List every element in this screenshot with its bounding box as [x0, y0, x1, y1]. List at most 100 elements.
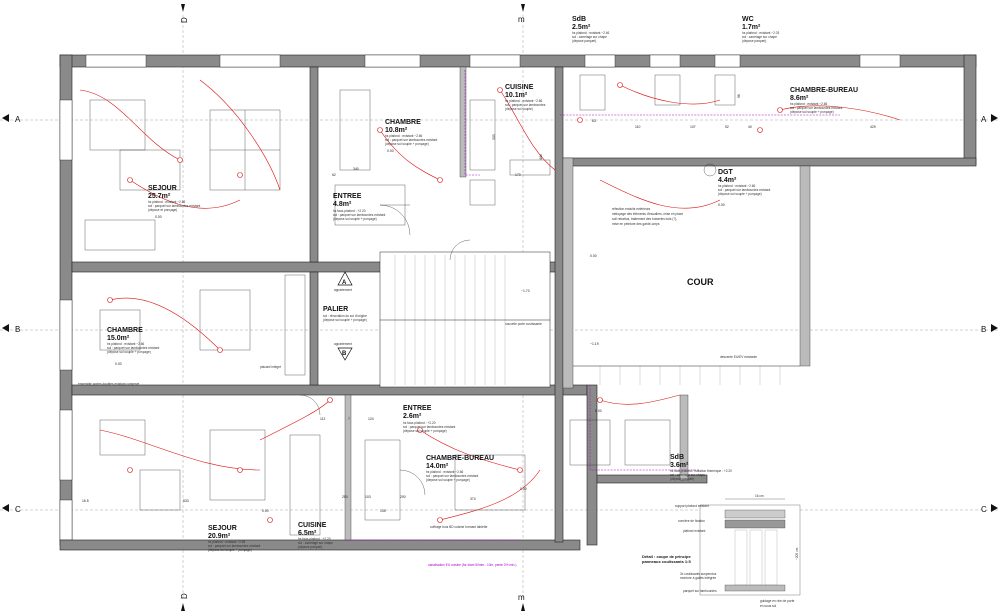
svg-text:support plafond existant: support plafond existant — [675, 504, 709, 508]
svg-text:ensemble portes doubles exista: ensemble portes doubles existant conserv… — [78, 382, 140, 386]
room-area: 4.8m² — [333, 201, 352, 208]
svg-text:hs plafond : existant ~2.66: hs plafond : existant ~2.66 — [208, 540, 246, 544]
room-area: 25.7m² — [148, 193, 171, 200]
dim-429: 429 — [870, 125, 876, 129]
svg-text:sol : carrelage sur chape: sol : carrelage sur chape — [298, 541, 333, 545]
svg-text:(dépose sol souple + ponçage): (dépose sol souple + ponçage) — [208, 548, 252, 552]
svg-text:hs plafond : existant ~2.66: hs plafond : existant ~2.66 — [148, 200, 186, 204]
dimensions: 340 62 170 333 444 107 83 110 40 52 96 4… — [82, 94, 876, 513]
svg-text:monture à galets intégrée: monture à galets intégrée — [680, 576, 716, 580]
svg-text:en sous sol: en sous sol — [760, 604, 776, 608]
svg-text:sol : parquet sur lambourdes e: sol : parquet sur lambourdes existant — [385, 138, 437, 142]
detail-subtitle: panneaux coulissants 1:5 — [642, 559, 691, 564]
svg-text:coffrage bois BD cuisine forma: coffrage bois BD cuisine formant tablett… — [430, 525, 488, 529]
axis-d-bottom: D — [180, 593, 189, 599]
svg-text:canalisation EU cuisine (for d: canalisation EU cuisine (for diam 50mm -… — [428, 563, 516, 567]
room-chambre-2: CHAMBRE 15.0m² hs plafond : existant ~2.… — [107, 327, 159, 354]
level-markers: 0.00 0.00 0.00 0.00 ~1.70 ~1.19 0.00 0.0… — [115, 149, 725, 513]
room-area: 8.6m² — [790, 95, 809, 102]
appt-b-letter: B — [342, 351, 347, 357]
room-name: CUISINE — [298, 522, 327, 529]
room-cuisine-1: CUISINE 10.1m² hs plafond : existant ~2.… — [505, 84, 546, 111]
svg-text:hs plafond : existant ~2.66: hs plafond : existant ~2.66 — [790, 102, 828, 106]
axis-c-right: C — [981, 505, 987, 514]
room-name: CHAMBRE — [107, 327, 143, 334]
level: 0.00 — [387, 149, 394, 153]
room-name: CHAMBRE — [385, 119, 421, 126]
dim-112: 112 — [320, 417, 326, 421]
dim-7: 7 — [348, 417, 350, 421]
appt-a-letter: A — [342, 280, 347, 286]
room-entree-1: ENTREE 4.8m² hs faux-plafond : +2.20 sol… — [333, 193, 385, 221]
svg-text:(dépose parquet): (dépose parquet) — [298, 545, 322, 549]
room-palier: PALIER sol : rénovation du sol d'origine… — [323, 306, 367, 322]
room-labels: SEJOUR 25.7m² hs plafond : existant ~2.6… — [107, 16, 858, 552]
axis-b-left: B — [15, 325, 20, 334]
dim-110: 110 — [635, 125, 641, 129]
room-chambre-1: CHAMBRE 10.8m² hs plafond : existant ~2.… — [385, 119, 437, 146]
room-wc-1: WC 1.7m² hs plafond : existant ~2.03 sol… — [742, 16, 780, 43]
axis-m-bottom: m — [518, 593, 525, 602]
room-area: 2.5m² — [572, 24, 591, 31]
dim-103: 103 — [365, 495, 371, 499]
level: ~1.19 — [590, 342, 599, 346]
dim-200: 200 — [400, 495, 406, 499]
room-name: SEJOUR — [148, 185, 177, 192]
room-dgt: DGT 4.4m² hs plafond : existant ~2.66 so… — [718, 169, 770, 196]
room-name: SdB — [572, 16, 586, 23]
stairs — [379, 251, 800, 388]
svg-text:(dépose sol souple + ponçage): (dépose sol souple + ponçage) — [385, 142, 429, 146]
svg-text:hs plafond : existant ~2.03: hs plafond : existant ~2.03 — [742, 31, 780, 35]
svg-text:(dépose et ponçage): (dépose et ponçage) — [148, 208, 177, 212]
electrical-layout — [79, 79, 901, 523]
room-area: 15.0m² — [107, 335, 130, 342]
room-area: 4.4m² — [718, 177, 737, 184]
room-area: 10.8m² — [385, 127, 408, 134]
svg-text:(dépose sol souple): (dépose sol souple) — [505, 107, 533, 111]
dim-135: 135 — [380, 509, 386, 513]
dim-170: 170 — [515, 173, 521, 177]
svg-text:hs faux-plafond : +2.20: hs faux-plafond : +2.20 — [298, 537, 331, 541]
svg-text:sol : parquet sur lambourdes: sol : parquet sur lambourdes — [505, 103, 546, 107]
appt-a-label: appartement — [334, 288, 352, 292]
room-name: ENTREE — [403, 405, 432, 412]
level: 0.00 — [520, 487, 527, 491]
dim-107: 107 — [690, 125, 696, 129]
axis-m-top: m — [518, 15, 525, 24]
svg-text:nouvelle porte coulissante: nouvelle porte coulissante — [505, 322, 542, 326]
svg-text:sol : parquet sur lambourdes e: sol : parquet sur lambourdes existant — [403, 425, 455, 429]
dim-16-5: 16.5 — [82, 499, 89, 503]
dim-96: 96 — [737, 94, 741, 98]
level: 0.00 — [595, 409, 602, 413]
svg-text:3x coulissants suspendus: 3x coulissants suspendus — [680, 572, 717, 576]
room-area: 2.6m² — [403, 413, 422, 420]
svg-text:(dépose sol souple + ponçage): (dépose sol souple + ponçage) — [333, 217, 377, 221]
svg-text:sol : parquet sur lambourdes e: sol : parquet sur lambourdes existant — [718, 188, 770, 192]
level: 0.00 — [155, 215, 162, 219]
room-area: 14.0m² — [426, 463, 449, 470]
dim-444: 444 — [539, 154, 543, 160]
axis-d-top: D — [180, 17, 189, 23]
svg-text:sol : carrelage sur chape: sol : carrelage sur chape — [572, 35, 607, 39]
appt-b-label: appartement — [334, 342, 352, 346]
svg-text:(dépose sol souple + ponçage): (dépose sol souple + ponçage) — [790, 110, 834, 114]
room-chambre-bureau-1: CHAMBRE-BUREAU 8.6m² hs plafond : exista… — [790, 87, 858, 114]
svg-text:nettoyage des éléments d'escal: nettoyage des éléments d'escaliers, mise… — [612, 212, 683, 216]
level: 0.00 — [262, 509, 269, 513]
room-area: 6.5m² — [298, 530, 317, 537]
svg-text:réfection enduits extérieurs: réfection enduits extérieurs — [612, 207, 651, 211]
landing-markers: A appartement appartement B — [334, 271, 353, 361]
room-sejour-2: SEJOUR 20.9m² hs plafond : existant ~2.6… — [208, 525, 260, 552]
svg-text:sol : parquet sur lambourdes e: sol : parquet sur lambourdes existant — [790, 106, 842, 110]
annotations: réfection enduits extérieurs nettoyage d… — [78, 207, 757, 567]
svg-text:(dépose parquet): (dépose parquet) — [670, 477, 694, 481]
svg-text:hs plafond : existant ~2.66: hs plafond : existant ~2.66 — [107, 342, 145, 346]
room-name: PALIER — [323, 306, 348, 313]
axis-markers: A A B B C C D D m m — [2, 4, 998, 611]
dim-374: 374 — [470, 497, 476, 501]
svg-text:mise en peinture des garde-cor: mise en peinture des garde-corps — [612, 222, 660, 226]
svg-text:sol : rénovation du sol d'orig: sol : rénovation du sol d'origine — [323, 314, 367, 318]
dim-52: 52 — [725, 125, 729, 129]
svg-text:(dépose parquet): (dépose parquet) — [742, 39, 766, 43]
room-sejour-1: SEJOUR 25.7m² hs plafond : existant ~2.6… — [148, 185, 200, 212]
